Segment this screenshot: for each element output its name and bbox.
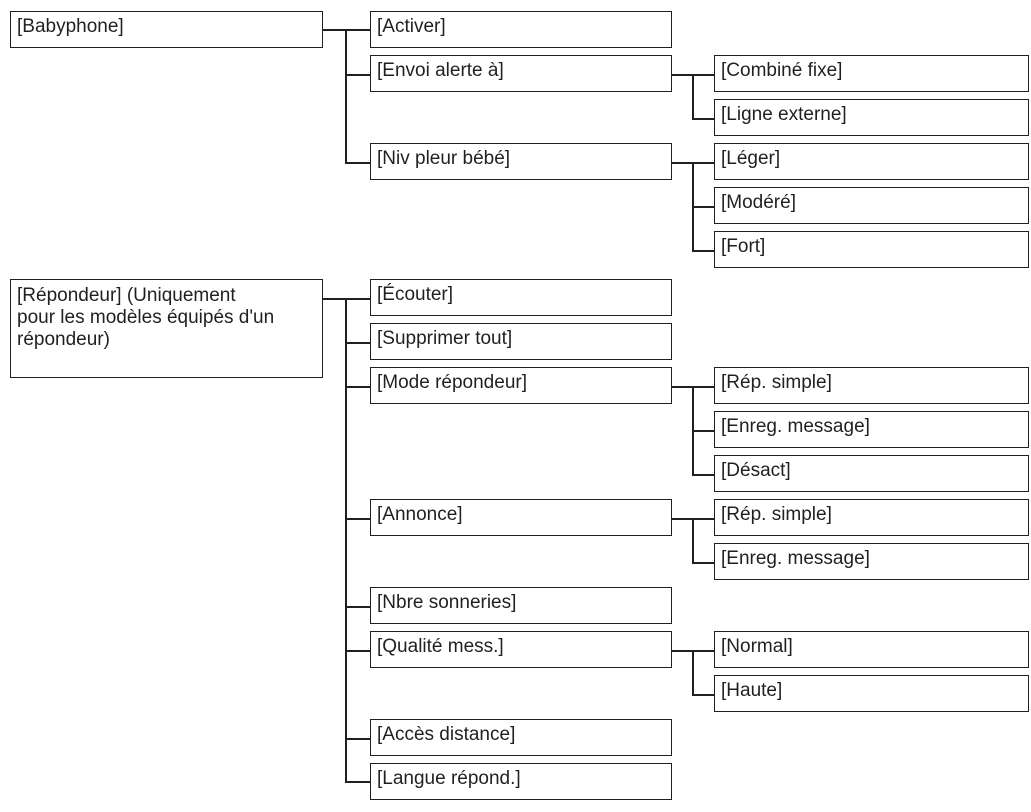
option-ligne-externe: [Ligne externe] — [714, 99, 1029, 136]
repondeur-note-line1: (Uniquement — [121, 285, 236, 306]
connector-line — [345, 29, 347, 163]
option-leger: [Léger] — [714, 143, 1029, 180]
menu-item-label: [Accès distance] — [377, 724, 516, 745]
menu-item-activer: [Activer] — [370, 11, 672, 48]
option-enreg-message: [Enreg. message] — [714, 411, 1029, 448]
connector-line — [345, 781, 370, 783]
connector-line — [692, 430, 714, 432]
menu-item-qualite-mess: [Qualité mess.] — [370, 631, 672, 668]
connector-line — [692, 118, 714, 120]
connector-line — [692, 74, 694, 119]
option-label: [Haute] — [721, 680, 783, 701]
menu-item-label: [Supprimer tout] — [377, 328, 513, 349]
menu-item-envoi-alerte: [Envoi alerte à] — [370, 55, 672, 92]
menu-item-label: [Envoi alerte à] — [377, 60, 504, 81]
menu-item-ecouter: [Écouter] — [370, 279, 672, 316]
connector-line — [345, 386, 370, 388]
connector-line — [692, 474, 714, 476]
option-normal: [Normal] — [714, 631, 1029, 668]
option-label: [Désact] — [721, 460, 791, 481]
option-label: [Combiné fixe] — [721, 60, 843, 81]
connector-line — [345, 342, 370, 344]
menu-item-label: [Mode répondeur] — [377, 372, 527, 393]
option-label: [Léger] — [721, 148, 781, 169]
connector-line — [692, 206, 714, 208]
option-label: [Modéré] — [721, 192, 796, 213]
connector-line — [345, 162, 370, 164]
option-modere: [Modéré] — [714, 187, 1029, 224]
connector-line — [345, 650, 370, 652]
option-label: [Fort] — [721, 236, 766, 257]
connector-line — [692, 694, 714, 696]
menu-item-label: [Niv pleur bébé] — [377, 148, 511, 169]
option-rep-simple: [Rép. simple] — [714, 367, 1029, 404]
connector-line — [323, 29, 370, 31]
option-label: [Normal] — [721, 636, 793, 657]
connector-line — [692, 518, 694, 563]
option-label: [Enreg. message] — [721, 548, 870, 569]
menu-item-label: [Langue répond.] — [377, 768, 521, 789]
connector-line — [692, 650, 694, 695]
option-label: [Ligne externe] — [721, 104, 847, 125]
option-haute: [Haute] — [714, 675, 1029, 712]
menu-item-nbre-sonneries: [Nbre sonneries] — [370, 587, 672, 624]
babyphone-root-box: [Babyphone] — [10, 11, 323, 48]
option-label: [Rép. simple] — [721, 372, 832, 393]
menu-item-mode-repondeur: [Mode répondeur] — [370, 367, 672, 404]
option-fort: [Fort] — [714, 231, 1029, 268]
repondeur-note-line2: pour les modèles équipés d'un — [17, 307, 275, 328]
menu-item-supprimer-tout: [Supprimer tout] — [370, 323, 672, 360]
menu-item-label: [Annonce] — [377, 504, 463, 525]
menu-item-label: [Activer] — [377, 16, 446, 37]
option-combine-fixe: [Combiné fixe] — [714, 55, 1029, 92]
connector-line — [345, 74, 370, 76]
option-label: [Enreg. message] — [721, 416, 870, 437]
connector-line — [345, 518, 370, 520]
option-annonce-rep-simple: [Rép. simple] — [714, 499, 1029, 536]
menu-item-label: [Nbre sonneries] — [377, 592, 517, 613]
option-label: [Rép. simple] — [721, 504, 832, 525]
connector-line — [323, 298, 370, 300]
connector-line — [692, 250, 714, 252]
connector-line — [692, 562, 714, 564]
repondeur-root-label: [Répondeur] — [17, 285, 122, 306]
menu-item-acces-distance: [Accès distance] — [370, 719, 672, 756]
option-desact: [Désact] — [714, 455, 1029, 492]
menu-item-langue-repond: [Langue répond.] — [370, 763, 672, 800]
repondeur-root-line1: [Répondeur] (Uniquement — [17, 285, 322, 307]
menu-item-label: [Écouter] — [377, 284, 454, 305]
repondeur-root-box: [Répondeur] (Uniquement pour les modèles… — [10, 279, 323, 378]
connector-line — [345, 606, 370, 608]
repondeur-note-line3: répondeur) — [17, 329, 110, 350]
connector-line — [345, 738, 370, 740]
babyphone-root-label: [Babyphone] — [17, 16, 124, 37]
connector-line — [345, 298, 347, 782]
menu-item-annonce: [Annonce] — [370, 499, 672, 536]
option-annonce-enreg-message: [Enreg. message] — [714, 543, 1029, 580]
menu-item-label: [Qualité mess.] — [377, 636, 504, 657]
menu-item-niv-pleur: [Niv pleur bébé] — [370, 143, 672, 180]
